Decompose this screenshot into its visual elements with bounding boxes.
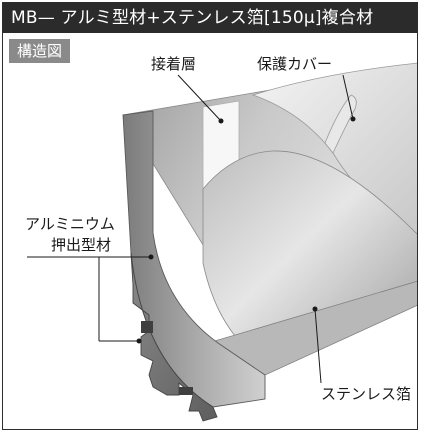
profile-illustration (27, 62, 417, 422)
callout-dot-aluminum (148, 254, 154, 260)
label-stainless-foil: ステンレス箔 (321, 385, 412, 403)
clip-channel-lower (179, 387, 193, 395)
page-title: MB— アルミ型材+ステンレス箔[150μ]複合材 (3, 3, 417, 33)
callout-dot-foil (312, 306, 318, 312)
extrusion-end-profile (130, 252, 218, 422)
label-aluminum-extrusion-line1: アルミニウム (25, 215, 115, 233)
callout-line-adhesive (177, 74, 222, 122)
diagram-frame: MB— アルミ型材+ステンレス箔[150μ]複合材 構造図 (2, 2, 418, 430)
cover-peel-curl (324, 94, 357, 154)
callout-dot-cover (350, 116, 356, 122)
callout-dot-adhesive (218, 118, 224, 124)
clip-channel-upper (141, 321, 153, 333)
label-adhesive-layer: 接着層 (151, 55, 197, 73)
callout-line-foil (314, 308, 322, 384)
diagram-tag: 構造図 (9, 39, 71, 63)
label-protective-cover: 保護カバー (257, 55, 333, 73)
label-aluminum-extrusion-line2: 押出型材 (51, 236, 112, 254)
callout-line-cover (342, 74, 354, 120)
callout-dot-aluminum-end (136, 338, 142, 344)
